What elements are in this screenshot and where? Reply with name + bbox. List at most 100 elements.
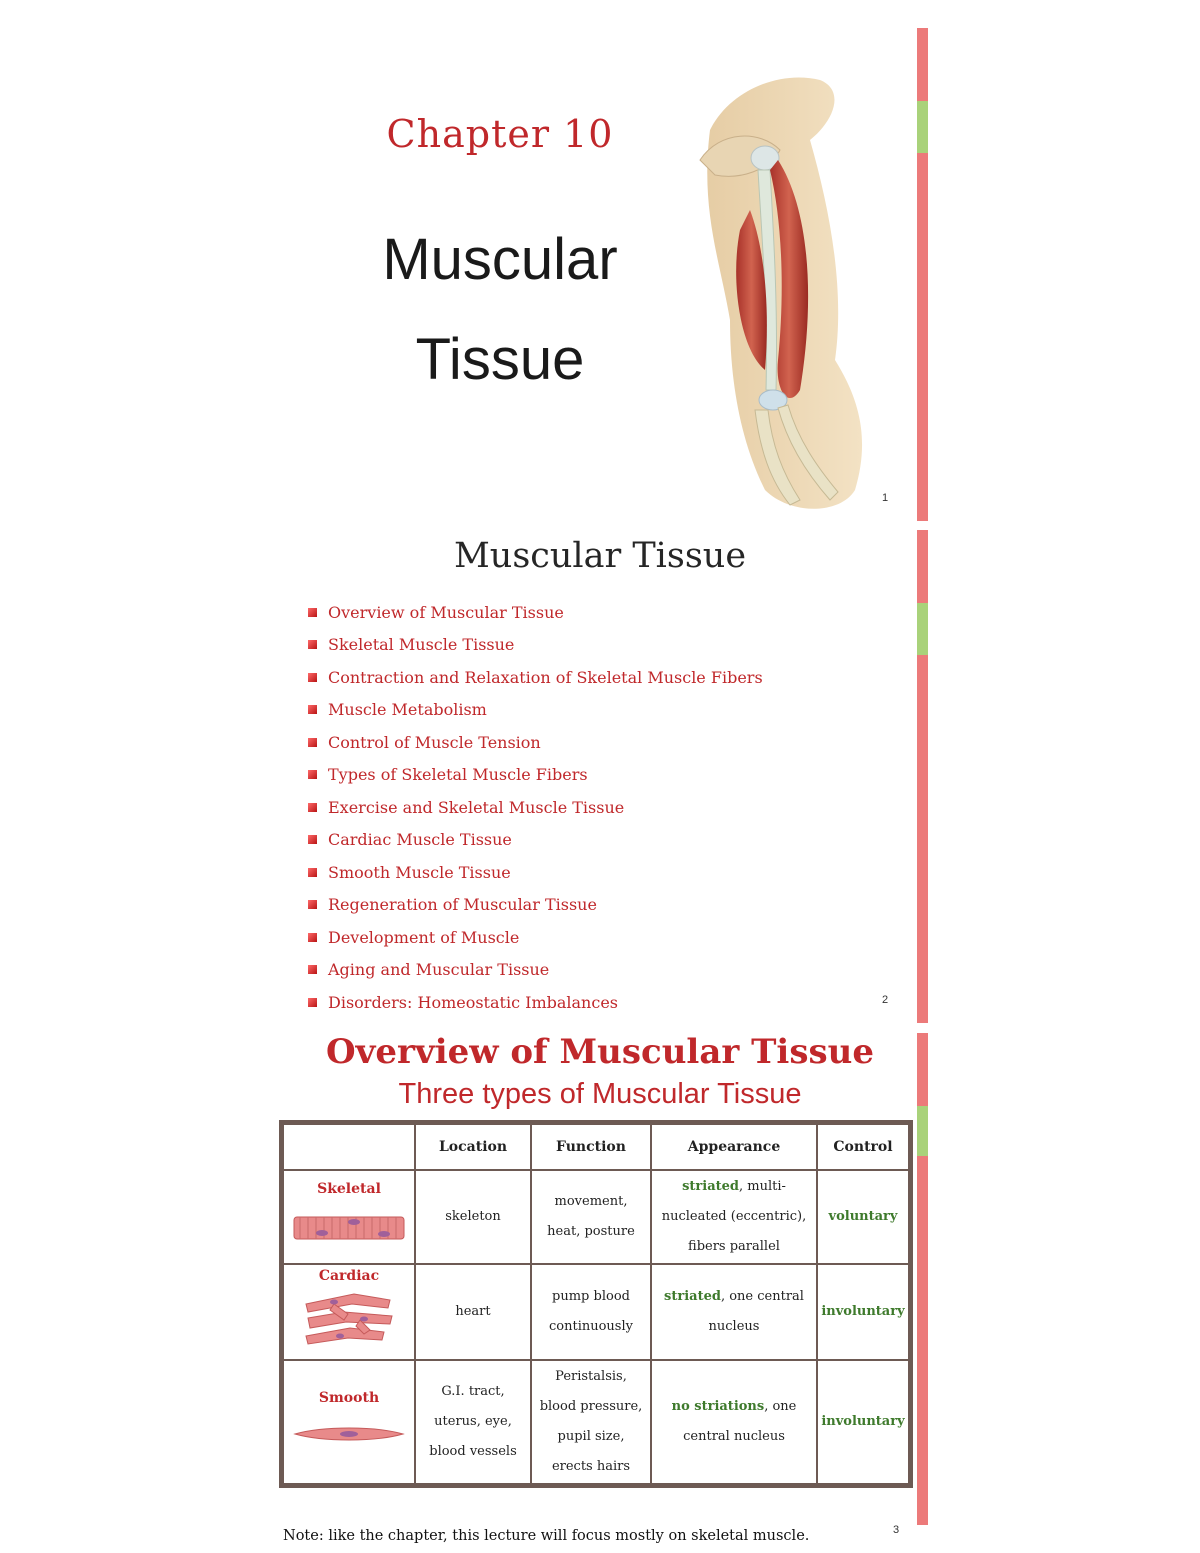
side-stripe xyxy=(917,1156,928,1525)
skeletal-fiber-icon xyxy=(293,1216,405,1240)
cell-text: , multi- xyxy=(739,1178,786,1194)
header-cell: Control xyxy=(817,1124,909,1170)
list-item-label: Muscle Metabolism xyxy=(328,700,487,720)
list-item: Smooth Muscle Tissue xyxy=(308,856,763,889)
bullet-icon xyxy=(308,705,317,715)
bullet-icon xyxy=(308,932,317,942)
cell-text: , one central xyxy=(720,1288,804,1304)
cell-highlight: no striations xyxy=(671,1398,765,1414)
chapter-label: Chapter 10 xyxy=(386,112,614,156)
list-item-label: Skeletal Muscle Tissue xyxy=(328,635,515,655)
side-stripe xyxy=(917,101,928,153)
side-stripe xyxy=(917,530,928,603)
list-item: Regeneration of Muscular Tissue xyxy=(308,889,763,922)
side-stripe xyxy=(917,153,928,521)
cell-highlight: voluntary xyxy=(828,1208,898,1224)
list-item: Contraction and Relaxation of Skeletal M… xyxy=(308,661,763,694)
cell-text: , one xyxy=(764,1398,797,1414)
table-row: Skeletal skeleton movement, heat, postur… xyxy=(283,1170,909,1264)
topic-list: Overview of Muscular Tissue Skeletal Mus… xyxy=(308,596,763,1019)
cell-highlight: involuntary xyxy=(821,1413,905,1429)
list-item: Control of Muscle Tension xyxy=(308,726,763,759)
table-header-row: Location Function Appearance Control xyxy=(283,1124,909,1170)
cell-text: fibers parallel xyxy=(688,1238,780,1254)
side-stripe xyxy=(917,655,928,1023)
function-cell: Peristalsis, blood pressure, pupil size,… xyxy=(531,1359,651,1484)
muscle-types-table: Location Function Appearance Control Ske… xyxy=(279,1120,913,1488)
bullet-icon xyxy=(308,965,317,975)
cell-text: pump blood xyxy=(552,1288,630,1304)
cell-text: heart xyxy=(455,1303,491,1319)
cell-text: nucleus xyxy=(708,1318,760,1334)
list-item-label: Control of Muscle Tension xyxy=(328,732,541,752)
cell-text: uterus, eye, xyxy=(434,1413,512,1429)
cell-text: central nucleus xyxy=(683,1428,785,1444)
cell-text: skeleton xyxy=(445,1208,501,1224)
bullet-icon xyxy=(308,607,317,617)
list-item: Exercise and Skeletal Muscle Tissue xyxy=(308,791,763,824)
cell-highlight: involuntary xyxy=(821,1303,905,1319)
cell-text: erects hairs xyxy=(551,1458,631,1474)
arm-muscle-illustration xyxy=(699,77,863,509)
side-stripe xyxy=(917,1106,928,1156)
list-item: Development of Muscle xyxy=(308,921,763,954)
slide3-subtitle: Three types of Muscular Tissue xyxy=(398,1078,802,1110)
row-label: Skeletal xyxy=(317,1180,381,1197)
list-item: Cardiac Muscle Tissue xyxy=(308,824,763,857)
cell-text: movement, xyxy=(554,1193,628,1209)
list-item-label: Overview of Muscular Tissue xyxy=(328,602,564,622)
control-cell: involuntary xyxy=(817,1359,909,1484)
header-cell: Function xyxy=(531,1124,651,1170)
bullet-icon xyxy=(308,997,317,1007)
table-row: Smooth G.I. tract, uterus, eye, blood ve… xyxy=(283,1359,909,1484)
row-label-cell: Smooth xyxy=(283,1359,415,1484)
cell-text: continuously xyxy=(549,1318,633,1334)
table-row: Cardiac heart pump blood continuously st… xyxy=(283,1263,909,1360)
title-line-2: Tissue xyxy=(415,327,585,392)
list-item-label: Contraction and Relaxation of Skeletal M… xyxy=(328,667,763,687)
list-item: Disorders: Homeostatic Imbalances xyxy=(308,986,763,1019)
bullet-icon xyxy=(308,640,317,650)
cell-text: pupil size, xyxy=(557,1428,625,1444)
row-label: Cardiac xyxy=(318,1267,380,1284)
bullet-icon xyxy=(308,802,317,812)
list-item: Overview of Muscular Tissue xyxy=(308,596,763,629)
page-number: 2 xyxy=(882,994,889,1006)
list-item-label: Disorders: Homeostatic Imbalances xyxy=(328,992,618,1012)
title-line-1: Muscular xyxy=(382,227,618,292)
side-stripe xyxy=(917,1033,928,1106)
side-stripe xyxy=(917,28,928,101)
bullet-icon xyxy=(308,835,317,845)
list-item-label: Exercise and Skeletal Muscle Tissue xyxy=(328,797,625,817)
header-cell-empty xyxy=(283,1124,415,1170)
list-item: Skeletal Muscle Tissue xyxy=(308,629,763,662)
cell-highlight: striated xyxy=(682,1178,739,1194)
cardiac-fiber-icon xyxy=(305,1293,393,1345)
smooth-fiber-icon xyxy=(293,1427,405,1441)
list-item-label: Regeneration of Muscular Tissue xyxy=(328,895,597,915)
side-stripe xyxy=(917,603,928,655)
location-cell: skeleton xyxy=(415,1170,531,1264)
function-cell: pump blood continuously xyxy=(531,1263,651,1360)
footnote: Note: like the chapter, this lecture wil… xyxy=(283,1528,810,1544)
appearance-cell: striated, multi- nucleated (eccentric), … xyxy=(651,1170,817,1264)
bullet-icon xyxy=(308,900,317,910)
row-label: Smooth xyxy=(318,1389,380,1406)
row-label-cell: Cardiac xyxy=(283,1263,415,1360)
cell-highlight: striated xyxy=(664,1288,721,1304)
bullet-icon xyxy=(308,867,317,877)
appearance-cell: striated, one central nucleus xyxy=(651,1263,817,1360)
cell-text: heat, posture xyxy=(547,1223,635,1239)
row-label-cell: Skeletal xyxy=(283,1170,415,1264)
cell-text: Peristalsis, xyxy=(555,1368,627,1384)
slide2-title: Muscular Tissue xyxy=(453,536,747,576)
location-cell: heart xyxy=(415,1263,531,1360)
control-cell: involuntary xyxy=(817,1263,909,1360)
list-item-label: Cardiac Muscle Tissue xyxy=(328,830,512,850)
list-item-label: Smooth Muscle Tissue xyxy=(328,862,511,882)
cell-text: blood pressure, xyxy=(539,1398,643,1414)
bullet-icon xyxy=(308,737,317,747)
bullet-icon xyxy=(308,672,317,682)
header-cell: Location xyxy=(415,1124,531,1170)
function-cell: movement, heat, posture xyxy=(531,1170,651,1264)
